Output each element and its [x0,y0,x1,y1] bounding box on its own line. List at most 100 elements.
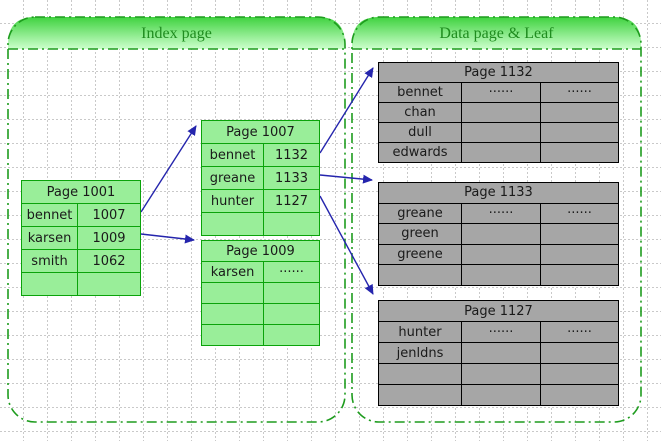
table-page-1132: Page 1132 bennet············ chan dull e… [378,62,619,163]
table-cell [540,142,619,163]
table-cell [461,384,541,406]
table-row: hunter············ [378,321,619,343]
index-header-band [8,17,345,49]
table-cell [461,363,541,385]
table-cell: greene [378,243,462,265]
table-cell: 1132 [263,143,320,167]
table-cell: bennet [201,143,264,167]
table-cell: ······ [540,82,619,103]
table-title-row: Page 1133 [378,182,619,204]
table-row: greene [378,243,619,265]
table-cell: ······ [263,261,320,283]
table-cell: smith [21,249,78,273]
arrow-1001-karsen-to-1009 [140,233,195,244]
table-row [378,384,619,406]
table-cell: ······ [461,202,541,224]
table-cell: 1133 [263,166,320,190]
table-title-row: Page 1007 [201,120,320,144]
arrow-1007-bennet-to-1132 [319,67,374,154]
table-cell [461,142,541,163]
table-cell [201,303,264,325]
table-cell [378,264,462,286]
table-cell [540,122,619,143]
table-cell: edwards [378,142,462,163]
arrow-1007-hunter-to-1127 [319,195,374,295]
table-row: greane············ [378,202,619,224]
table-title: Page 1001 [21,180,141,204]
table-cell: 1062 [77,249,141,273]
table-row: jenldns [378,342,619,364]
table-cell [461,223,541,245]
table-cell: bennet [378,82,462,103]
table-row [201,282,320,304]
table-row [21,272,141,296]
table-cell [263,324,320,346]
table-cell [461,243,541,265]
table-cell: dull [378,122,462,143]
table-cell: greane [201,166,264,190]
table-cell [540,102,619,123]
table-cell: hunter [378,321,462,343]
table-row [201,324,320,346]
table-title: Page 1133 [378,182,619,204]
table-row: bennet············ [378,82,619,103]
table-cell [378,384,462,406]
table-page-1127: Page 1127 hunter············ jenldns [378,300,619,406]
table-row: dull [378,122,619,143]
table-row [378,363,619,385]
table-cell: 1007 [77,203,141,227]
data-container-outline [351,16,642,423]
table-cell: green [378,223,462,245]
table-cell: hunter [201,189,264,213]
table-cell: karsen [201,261,264,283]
table-cell: 1009 [77,226,141,250]
table-cell: bennet [21,203,78,227]
table-cell [540,384,619,406]
table-cell [263,303,320,325]
table-row [201,212,320,236]
table-cell [201,212,264,236]
table-cell [77,272,141,296]
table-cell [201,282,264,304]
table-cell [540,223,619,245]
table-cell [263,282,320,304]
table-row: green [378,223,619,245]
table-cell [540,363,619,385]
table-cell [461,342,541,364]
table-cell: chan [378,102,462,123]
table-cell: greane [378,202,462,224]
table-cell: ······ [540,202,619,224]
table-row [378,264,619,286]
table-cell [461,122,541,143]
table-title-row: Page 1127 [378,300,619,322]
table-title-row: Page 1001 [21,180,141,204]
table-page-1009: Page 1009 karsen······ [201,240,320,346]
index-zone-title: Index page [141,25,212,42]
table-title: Page 1127 [378,300,619,322]
index-container-outline [7,16,346,423]
data-header-band [352,17,641,49]
table-cell [540,264,619,286]
table-title: Page 1009 [201,240,320,262]
table-cell [201,324,264,346]
table-row: edwards [378,142,619,163]
table-cell: karsen [21,226,78,250]
table-title-row: Page 1132 [378,62,619,83]
table-cell [540,342,619,364]
table-row [201,303,320,325]
table-cell [461,264,541,286]
arrow-1001-bennet-to-1007 [140,125,197,213]
data-zone-title: Data page & Leaf [439,25,554,42]
table-cell [263,212,320,236]
table-cell: ······ [540,321,619,343]
table-page-1133: Page 1133 greane············ green green… [378,182,619,286]
table-row: karsen······ [201,261,320,283]
